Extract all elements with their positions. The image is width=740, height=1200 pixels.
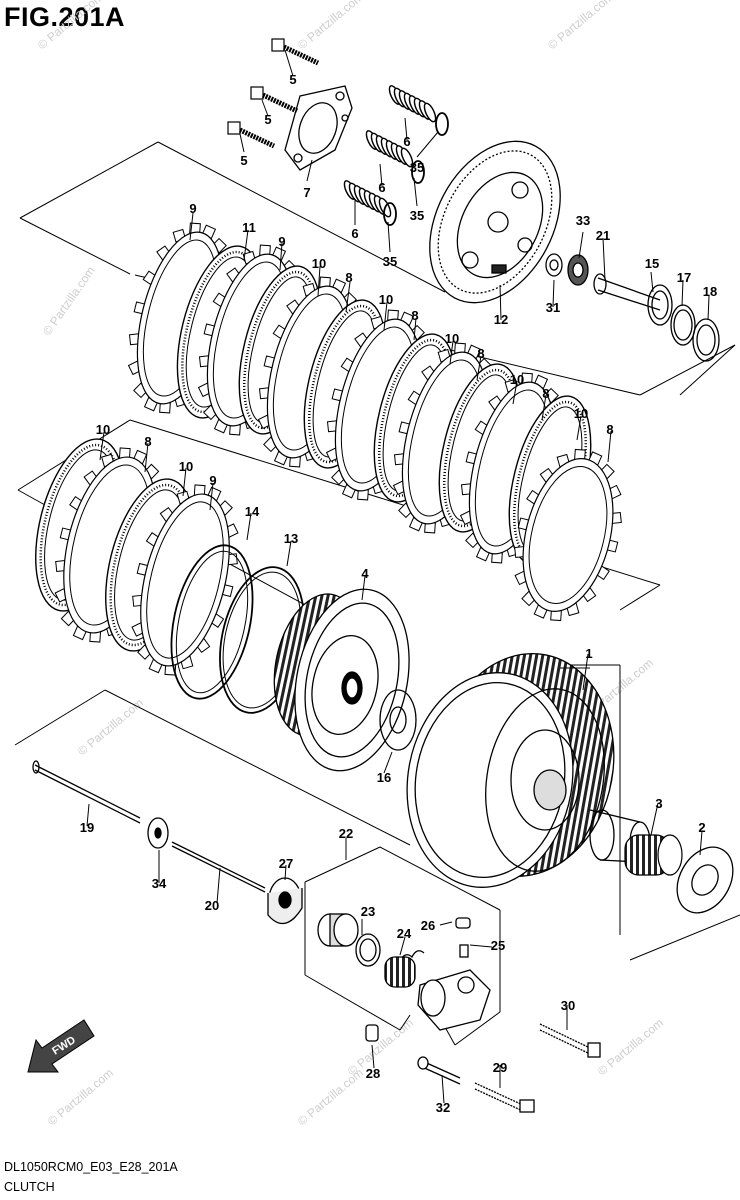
callout-16: 16 bbox=[377, 770, 391, 785]
thrust-washer bbox=[379, 689, 417, 751]
callout-6: 6 bbox=[351, 226, 358, 241]
friction-plate bbox=[514, 448, 622, 622]
callout-6: 6 bbox=[403, 134, 410, 149]
callout-5: 5 bbox=[264, 112, 271, 127]
pressure-plate bbox=[429, 140, 561, 304]
callout-4: 4 bbox=[361, 566, 369, 581]
callout-10: 10 bbox=[574, 406, 588, 421]
callout-8: 8 bbox=[606, 422, 613, 437]
callout-18: 18 bbox=[703, 284, 717, 299]
lifter-parts bbox=[545, 253, 720, 362]
callout-9: 9 bbox=[209, 473, 216, 488]
callout-26: 26 bbox=[421, 918, 435, 933]
callout-leaders bbox=[86, 49, 710, 1104]
callout-10: 10 bbox=[179, 459, 193, 474]
callout-24: 24 bbox=[397, 926, 412, 941]
callout-35: 35 bbox=[383, 254, 397, 269]
callout-9: 9 bbox=[278, 234, 285, 249]
callout-8: 8 bbox=[477, 346, 484, 361]
callout-6: 6 bbox=[378, 180, 385, 195]
clutch-plate-stack-upper bbox=[127, 222, 622, 622]
diagram-code: DL1050RCM0_E03_E28_201A bbox=[4, 1160, 178, 1174]
callout-25: 25 bbox=[491, 938, 505, 953]
clutch-springs bbox=[343, 85, 449, 226]
diagram-caption: CLUTCH bbox=[4, 1180, 55, 1194]
callout-8: 8 bbox=[411, 308, 418, 323]
clutch-spring bbox=[388, 85, 437, 123]
callout-10: 10 bbox=[510, 372, 524, 387]
callout-35: 35 bbox=[410, 208, 424, 223]
callout-8: 8 bbox=[345, 270, 352, 285]
callout-31: 31 bbox=[546, 300, 560, 315]
thrust-washer-2 bbox=[676, 846, 734, 914]
callout-29: 29 bbox=[493, 1060, 507, 1075]
callout-5: 5 bbox=[240, 153, 247, 168]
callout-15: 15 bbox=[645, 256, 659, 271]
callout-10: 10 bbox=[312, 256, 326, 271]
callout-11: 11 bbox=[242, 220, 256, 235]
callout-12: 12 bbox=[494, 312, 508, 327]
callout-23: 23 bbox=[361, 904, 375, 919]
callout-1: 1 bbox=[585, 646, 592, 661]
callout-2: 2 bbox=[698, 820, 705, 835]
bolt bbox=[250, 86, 299, 114]
callout-3: 3 bbox=[655, 796, 662, 811]
callout-19: 19 bbox=[80, 820, 94, 835]
callout-10: 10 bbox=[379, 292, 393, 307]
callout-30: 30 bbox=[561, 998, 575, 1013]
callout-21: 21 bbox=[596, 228, 610, 243]
clutch-spring-bolts bbox=[227, 38, 320, 149]
bolt bbox=[271, 38, 320, 66]
callout-numbers: 5557666353535911910810810810810810810914… bbox=[80, 72, 717, 1115]
callout-8: 8 bbox=[144, 434, 151, 449]
cover-bolts bbox=[417, 1023, 601, 1113]
callout-28: 28 bbox=[366, 1066, 380, 1081]
callout-14: 14 bbox=[245, 504, 260, 519]
callout-20: 20 bbox=[205, 898, 219, 913]
lifter-plate bbox=[284, 85, 353, 171]
friction-plate bbox=[131, 484, 239, 676]
figure-title: FIG.201A bbox=[4, 2, 126, 32]
callout-27: 27 bbox=[279, 856, 293, 871]
release-cylinder-parts bbox=[317, 913, 491, 1042]
callout-34: 34 bbox=[152, 876, 167, 891]
clutch-sleeve-hub bbox=[273, 588, 410, 772]
callout-10: 10 bbox=[445, 331, 459, 346]
callout-22: 22 bbox=[339, 826, 353, 841]
circlip bbox=[383, 202, 397, 226]
callout-8: 8 bbox=[542, 386, 549, 401]
bolt bbox=[227, 121, 276, 149]
callout-10: 10 bbox=[96, 422, 110, 437]
callout-17: 17 bbox=[677, 270, 691, 285]
circlip bbox=[435, 112, 449, 136]
callout-35: 35 bbox=[410, 160, 424, 175]
clutch-spring bbox=[365, 130, 414, 168]
callout-13: 13 bbox=[284, 531, 298, 546]
circlip bbox=[411, 160, 425, 184]
clutch-spring bbox=[343, 180, 392, 218]
callout-32: 32 bbox=[436, 1100, 450, 1115]
clutch-housing bbox=[406, 652, 615, 888]
assembly-outline-lower bbox=[14, 664, 740, 1046]
needle-bearing bbox=[624, 834, 683, 876]
fwd-arrow-icon: FWD bbox=[27, 1019, 95, 1073]
callout-33: 33 bbox=[576, 213, 590, 228]
clutch-plate-stack-lower bbox=[35, 438, 239, 676]
callout-9: 9 bbox=[189, 201, 196, 216]
callout-5: 5 bbox=[289, 72, 296, 87]
callout-7: 7 bbox=[303, 185, 310, 200]
push-rod-parts bbox=[32, 760, 303, 925]
